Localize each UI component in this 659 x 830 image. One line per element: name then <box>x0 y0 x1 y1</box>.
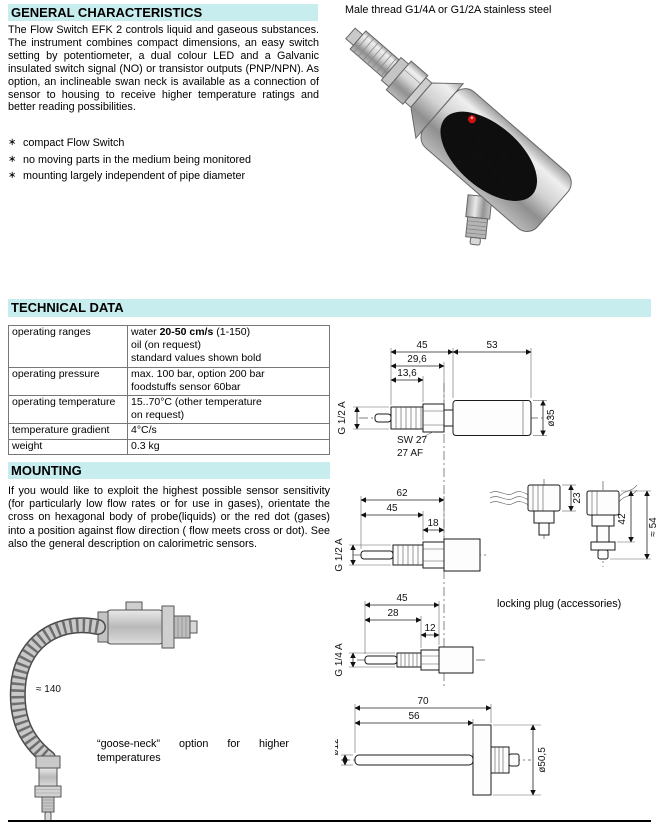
row-label: operating ranges <box>8 325 128 368</box>
dim-label: 45 <box>416 340 428 351</box>
photo-device-body: FLOW SWITCH adj. HONSBERG GERMANY <box>332 27 572 232</box>
gooseneck-caption: “goose-neck” option for higher temperatu… <box>97 738 289 765</box>
dim-label: 53 <box>486 340 498 351</box>
general-characteristics-text: The Flow Switch EFK 2 controls liquid an… <box>8 24 319 114</box>
dim-label: 12 <box>424 623 436 634</box>
row-label: operating temperature <box>8 395 128 425</box>
gooseneck-length-dim: ≈ 140 <box>36 684 61 695</box>
list-item-text: compact Flow Switch <box>23 137 125 149</box>
list-item: ∗ compact Flow Switch <box>8 135 320 152</box>
list-item: ∗ no moving parts in the medium being mo… <box>8 152 320 169</box>
value-line: water 20-50 cm/s (1-150) <box>131 326 326 339</box>
asterisk-bullet-icon: ∗ <box>8 153 17 165</box>
tech-row-temperature-gradient: temperature gradient 4°C/s <box>8 423 330 440</box>
value-line: 15..70°C (other temperature <box>131 396 262 409</box>
row-value: 0.3 kg <box>127 438 330 455</box>
row-label: weight <box>8 438 128 455</box>
drawing-g14a: 45 28 12 G 1/4 A <box>335 593 487 677</box>
led-indicator <box>467 115 476 124</box>
drawing-g12a-short: 45 53 29,6 13,6 G 1/2 A ø35 SW 27 27 AF <box>337 340 557 459</box>
dim-label: 56 <box>408 711 420 722</box>
asterisk-bullet-icon: ∗ <box>8 170 17 181</box>
product-photo: FLOW SWITCH adj. HONSBERG GERMANY <box>332 27 572 246</box>
tech-row-operating-pressure: operating pressure max. 100 bar, option … <box>8 366 330 397</box>
drawing-g12a-long: 62 45 18 G 1/2 A <box>335 488 487 572</box>
product-label <box>440 111 538 201</box>
drawing-locking-plug: 23 42 ≈ 54 <box>489 479 659 567</box>
photo-connector <box>465 194 493 246</box>
footer-rule <box>8 820 651 822</box>
technical-data-table: operating ranges water 20-50 cm/s (1-150… <box>8 325 330 455</box>
dim-label: ≈ 54 <box>648 517 659 537</box>
row-value: water 20-50 cm/s (1-150) oil (on request… <box>127 325 330 368</box>
dim-label: 45 <box>386 503 398 514</box>
value-line: on request) <box>131 409 185 422</box>
diameter-label: ø12 <box>335 738 341 756</box>
mounting-text: If you would like to exploit the highest… <box>8 485 330 550</box>
dim-label: 70 <box>417 696 429 707</box>
value-line: standard values shown bold <box>131 352 262 365</box>
value-text: (1-150) <box>213 326 251 338</box>
caption-line: temperatures <box>97 751 161 764</box>
value-text: water <box>131 326 160 338</box>
list-item: ∗ mounting largely independent of pipe d… <box>8 168 320 185</box>
row-value: 4°C/s <box>127 423 330 440</box>
list-item-text: no moving parts in the medium being moni… <box>23 153 252 166</box>
thread-label: G 1/4 A <box>335 643 345 677</box>
wrench-size-label: SW 27 <box>397 435 427 446</box>
dim-label: 18 <box>427 518 439 529</box>
row-label: temperature gradient <box>8 423 128 440</box>
dim-label: 29,6 <box>407 354 427 365</box>
mounting-heading: MOUNTING <box>8 462 330 479</box>
value-line: oil (on request) <box>131 339 202 352</box>
general-characteristics-heading: GENERAL CHARACTERISTICS <box>8 4 318 21</box>
technical-data-heading: TECHNICAL DATA <box>8 299 651 317</box>
value-line: max. 100 bar, option 200 bar <box>131 367 265 380</box>
asterisk-bullet-icon: ∗ <box>8 137 17 148</box>
dim-label: 28 <box>387 608 399 619</box>
wrench-size-label: 27 AF <box>397 448 423 459</box>
tech-row-operating-ranges: operating ranges water 20-50 cm/s (1-150… <box>8 325 330 368</box>
gooseneck-head <box>97 601 198 649</box>
feature-list: ∗ compact Flow Switch ∗ no moving parts … <box>8 135 320 185</box>
dim-label: 13,6 <box>397 368 417 379</box>
value-bold: 20-50 cm/s <box>159 326 214 338</box>
gooseneck-sensor <box>34 755 62 822</box>
tech-row-weight: weight 0.3 kg <box>8 438 330 455</box>
dim-label: 42 <box>617 513 628 525</box>
dimension-drawings: 45 53 29,6 13,6 G 1/2 A ø35 SW 27 27 AF <box>335 340 659 796</box>
dim-label: 23 <box>572 492 583 504</box>
thread-label: G 1/2 A <box>337 401 348 435</box>
drawing-disc-version: 70 56 ø12 ø50,5 <box>335 696 548 796</box>
gooseneck-hose <box>9 617 106 766</box>
gooseneck-drawing: ≈ 140 <box>9 601 198 822</box>
caption-line: “goose-neck” option for higher <box>97 738 289 750</box>
value-line: foodstuffs sensor 60bar <box>131 380 241 393</box>
dim-label: 45 <box>396 593 408 604</box>
diameter-label: ø50,5 <box>537 747 548 773</box>
row-value: max. 100 bar, option 200 bar foodstuffs … <box>127 366 330 397</box>
row-value: 15..70°C (other temperature on request) <box>127 395 330 425</box>
thread-label: G 1/2 A <box>335 538 345 572</box>
diameter-label: ø35 <box>546 409 557 427</box>
row-label: operating pressure <box>8 366 128 397</box>
list-item-text: mounting largely independent of pipe dia… <box>23 170 246 182</box>
dim-label: 62 <box>396 488 408 499</box>
locking-plug-caption: locking plug (accessories) <box>497 598 622 610</box>
tech-row-operating-temperature: operating temperature 15..70°C (other te… <box>8 395 330 425</box>
photo-caption: Male thread G1/4A or G1/2A stainless ste… <box>345 4 552 16</box>
